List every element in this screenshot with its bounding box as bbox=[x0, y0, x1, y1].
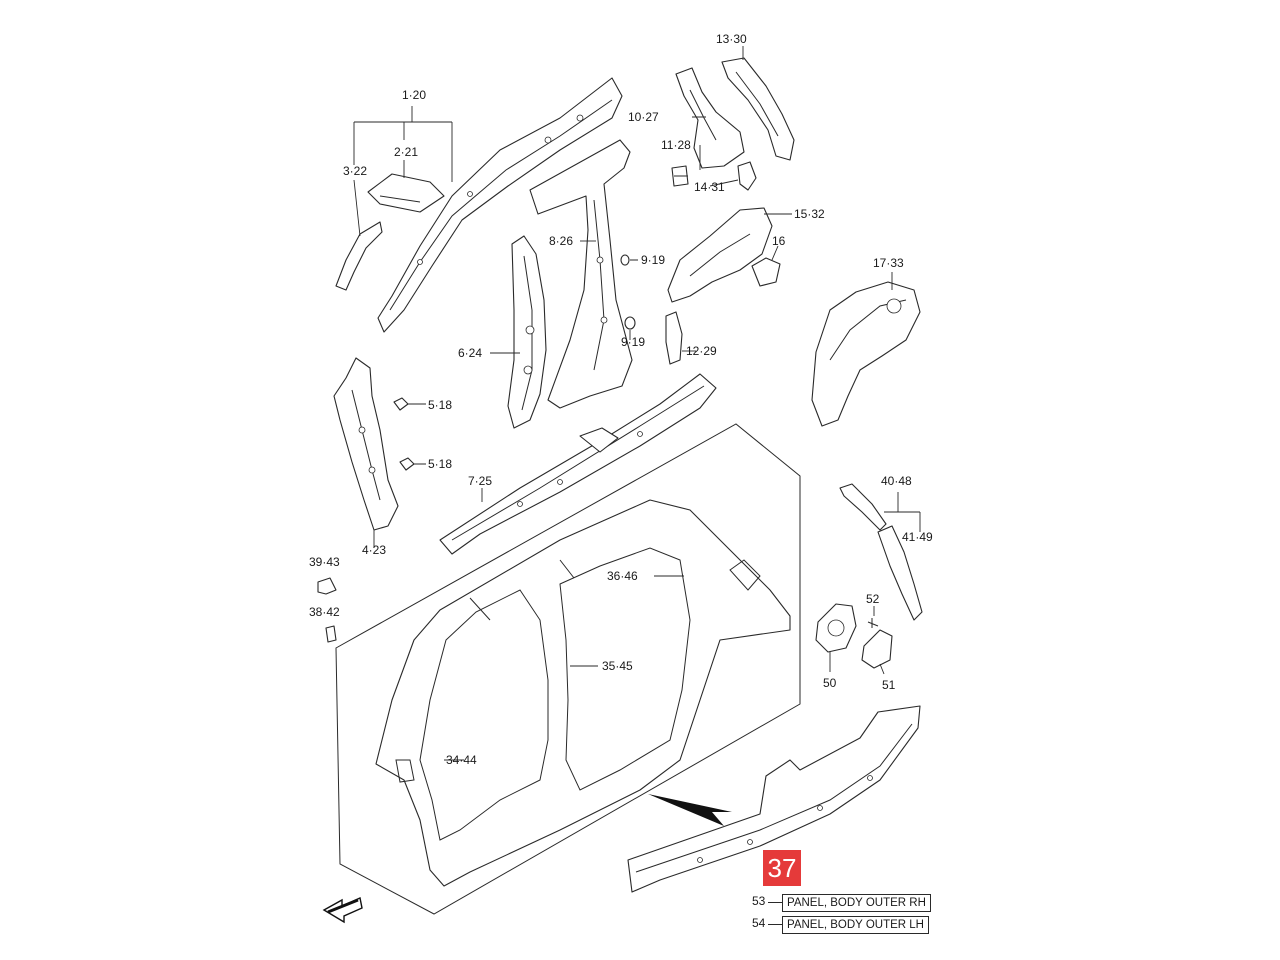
arrow-front-icon bbox=[322, 897, 363, 924]
callout-8-26: 8·26 bbox=[549, 234, 573, 248]
callout-9-19-lower: 9·19 bbox=[621, 335, 645, 349]
callout-14-31: 14·31 bbox=[694, 180, 725, 194]
callout-4-23: 4·23 bbox=[362, 543, 386, 557]
body-side-outer-group bbox=[335, 423, 801, 915]
callout-40-48: 40·48 bbox=[881, 474, 912, 488]
callout-12-29: 12·29 bbox=[686, 344, 717, 358]
callout-41-49: 41·49 bbox=[902, 530, 933, 544]
highlight-badge: 37 bbox=[763, 850, 801, 886]
callout-5-18-upper: 5·18 bbox=[428, 398, 452, 412]
callout-50: 50 bbox=[823, 676, 837, 690]
part-center-pillar-inner bbox=[507, 235, 547, 429]
part-fuel-door-screw bbox=[867, 618, 879, 628]
legend-number-rh: 53 bbox=[752, 894, 766, 908]
callout-36-46: 36·46 bbox=[607, 569, 638, 583]
part-body-outer-sill-panel bbox=[627, 705, 921, 893]
callout-52: 52 bbox=[866, 592, 880, 606]
part-rear-gusset bbox=[737, 161, 757, 191]
callout-34-44: 34·44 bbox=[446, 753, 477, 767]
part-rear-cap bbox=[751, 257, 781, 287]
callout-5-18-lower: 5·18 bbox=[428, 457, 452, 471]
callout-11-28: 11·28 bbox=[661, 138, 691, 152]
callout-16: 16 bbox=[772, 234, 786, 248]
callout-3-22: 3·22 bbox=[343, 164, 367, 178]
legend-number-lh: 54 bbox=[752, 916, 766, 930]
part-small-clip-38 bbox=[325, 625, 337, 643]
part-rear-wheelhouse-upper bbox=[667, 207, 773, 303]
part-roof-side-rail bbox=[377, 77, 623, 333]
callout-7-25: 7·25 bbox=[468, 474, 492, 488]
callout-13-30: 13·30 bbox=[716, 32, 747, 46]
callout-10-27: 10·27 bbox=[628, 110, 659, 124]
callout-51: 51 bbox=[882, 678, 896, 692]
part-quarter-strip-lower bbox=[877, 525, 923, 621]
part-center-pillar-outer bbox=[529, 139, 633, 409]
part-pillar-lower-bracket bbox=[665, 311, 683, 365]
callout-17-33: 17·33 bbox=[873, 256, 904, 270]
part-front-pillar bbox=[333, 357, 399, 531]
callout-39-43: 39·43 bbox=[309, 555, 340, 569]
callout-9-19-upper: 9·19 bbox=[641, 253, 665, 267]
part-rear-wheelhouse bbox=[811, 281, 921, 427]
pointer-arrow-sill bbox=[648, 794, 732, 826]
part-quarter-strip-upper bbox=[839, 483, 887, 531]
part-fuel-filler-housing bbox=[815, 603, 857, 653]
part-fuel-filler-door bbox=[861, 629, 893, 669]
legend-label-lh: PANEL, BODY OUTER LH bbox=[782, 916, 929, 934]
legend-rule-rh bbox=[768, 902, 782, 903]
callout-6-24: 6·24 bbox=[458, 346, 482, 360]
callout-15-32: 15·32 bbox=[794, 207, 825, 221]
part-side-sill-inner bbox=[439, 373, 717, 555]
part-rear-pillar-reinforcement bbox=[721, 57, 795, 161]
part-pillar-strip bbox=[335, 221, 383, 291]
callout-35-45: 35·45 bbox=[602, 659, 633, 673]
part-clip-lower bbox=[399, 457, 415, 471]
part-clip-upper bbox=[393, 397, 409, 411]
callout-2-21: 2·21 bbox=[394, 145, 418, 159]
part-small-clip-39 bbox=[317, 577, 337, 595]
part-grommet-upper bbox=[620, 254, 630, 266]
callout-1-20: 1·20 bbox=[402, 88, 426, 102]
part-grommet-lower bbox=[624, 316, 636, 330]
legend-rule-lh bbox=[768, 924, 782, 925]
part-roof-bracket bbox=[367, 173, 445, 213]
legend-label-rh: PANEL, BODY OUTER RH bbox=[782, 894, 931, 912]
part-rear-pillar-upper bbox=[675, 67, 745, 169]
callout-38-42: 38·42 bbox=[309, 605, 340, 619]
